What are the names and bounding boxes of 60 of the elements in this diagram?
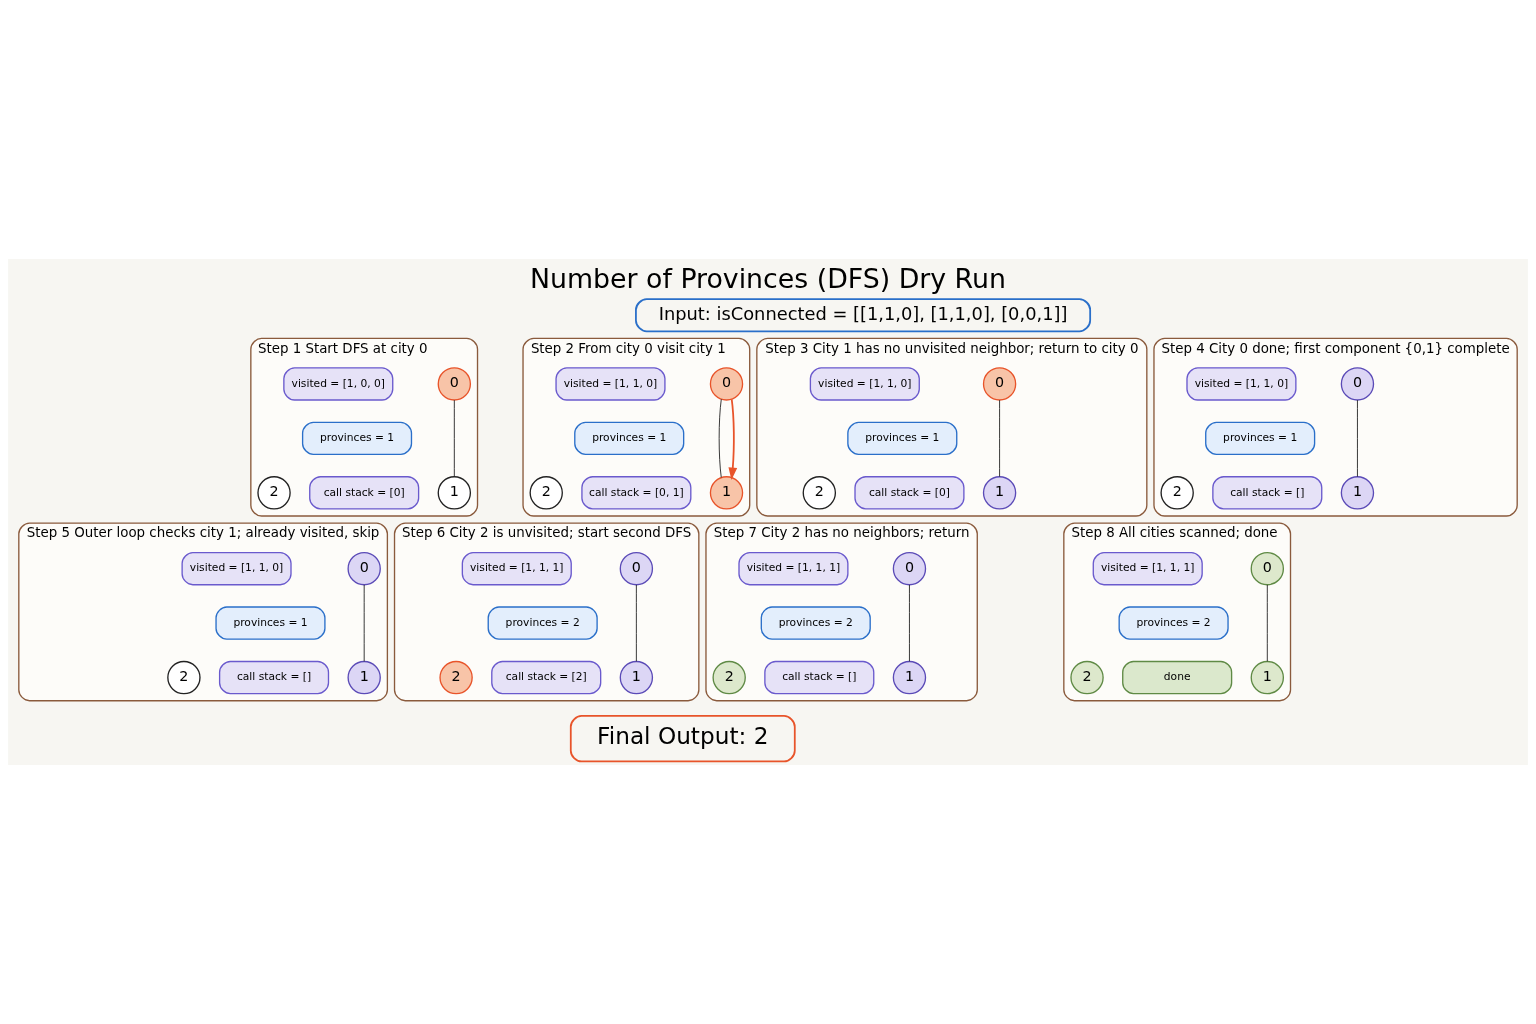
connector: [1357, 399, 1358, 478]
node-box: visited = [1, 1, 1]: [1092, 551, 1203, 586]
node-circle: 2: [802, 476, 837, 510]
node-circle: 0: [347, 551, 381, 586]
node-box: call stack = []: [764, 660, 875, 695]
node-box: call stack = [2]: [491, 660, 602, 695]
node-box: visited = [1, 1, 0]: [1186, 367, 1297, 401]
node-circle: 1: [347, 660, 381, 695]
node-box: provinces = 1: [1205, 421, 1316, 456]
node-circle: 2: [529, 476, 563, 510]
node-box: visited = [1, 1, 1]: [738, 551, 849, 586]
node-circle: 1: [619, 660, 654, 695]
node-box: provinces = 2: [487, 606, 598, 640]
connector: [909, 584, 910, 662]
node-box: visited = [1, 0, 0]: [283, 367, 394, 401]
node-circle: 2: [712, 660, 746, 695]
node-circle: 0: [1340, 367, 1375, 401]
node-circle: 1: [1340, 476, 1375, 510]
node-box: provinces = 1: [301, 421, 413, 456]
node-box: visited = [1, 1, 0]: [555, 367, 666, 401]
node-box: call stack = []: [1212, 476, 1323, 510]
node-circle: 0: [437, 367, 472, 401]
node-circle: 1: [892, 660, 927, 695]
node-box: Final Output: 2: [569, 715, 796, 763]
diagram-title: Number of Provinces (DFS) Dry Run: [530, 262, 1006, 294]
node-circle: 2: [439, 660, 473, 695]
node-circle: 0: [982, 367, 1017, 401]
node-circle: 1: [1250, 660, 1285, 695]
connector: [363, 584, 365, 662]
node-box: call stack = [0, 1]: [581, 476, 692, 510]
connector: [999, 399, 1001, 478]
node-box: call stack = [0]: [309, 476, 420, 510]
node-circle: 0: [1250, 551, 1285, 586]
node-circle: 0: [892, 551, 927, 586]
node-circle: 2: [1070, 660, 1104, 695]
node-box: provinces = 1: [574, 421, 685, 456]
node-circle: 0: [619, 551, 654, 586]
node-box: provinces = 1: [215, 606, 326, 640]
node-circle: 0: [709, 367, 744, 401]
node-box: provinces = 1: [847, 421, 958, 456]
node-circle: 2: [167, 660, 201, 695]
node-box: call stack = [0]: [854, 476, 965, 510]
node-box: provinces = 2: [760, 606, 871, 640]
node-box: provinces = 2: [1118, 606, 1229, 640]
connector: [635, 584, 637, 662]
connector: [718, 398, 722, 478]
node-box: visited = [1, 1, 0]: [809, 367, 920, 401]
node-box: visited = [1, 1, 1]: [461, 551, 572, 586]
node-circle: 2: [1160, 476, 1194, 510]
node-box: done: [1122, 660, 1233, 695]
node-circle: 1: [709, 476, 744, 510]
node-circle: 2: [257, 476, 291, 510]
node-box: visited = [1, 1, 0]: [181, 551, 292, 586]
arrow: [728, 398, 738, 481]
node-circle: 1: [437, 476, 472, 510]
node-circle: 1: [982, 476, 1017, 510]
connector: [1266, 584, 1268, 662]
node-box: call stack = []: [218, 660, 330, 695]
connector: [453, 399, 455, 478]
node-box: Input: isConnected = [[1,1,0], [1,1,0], [0,0,1]]: [635, 298, 1092, 333]
